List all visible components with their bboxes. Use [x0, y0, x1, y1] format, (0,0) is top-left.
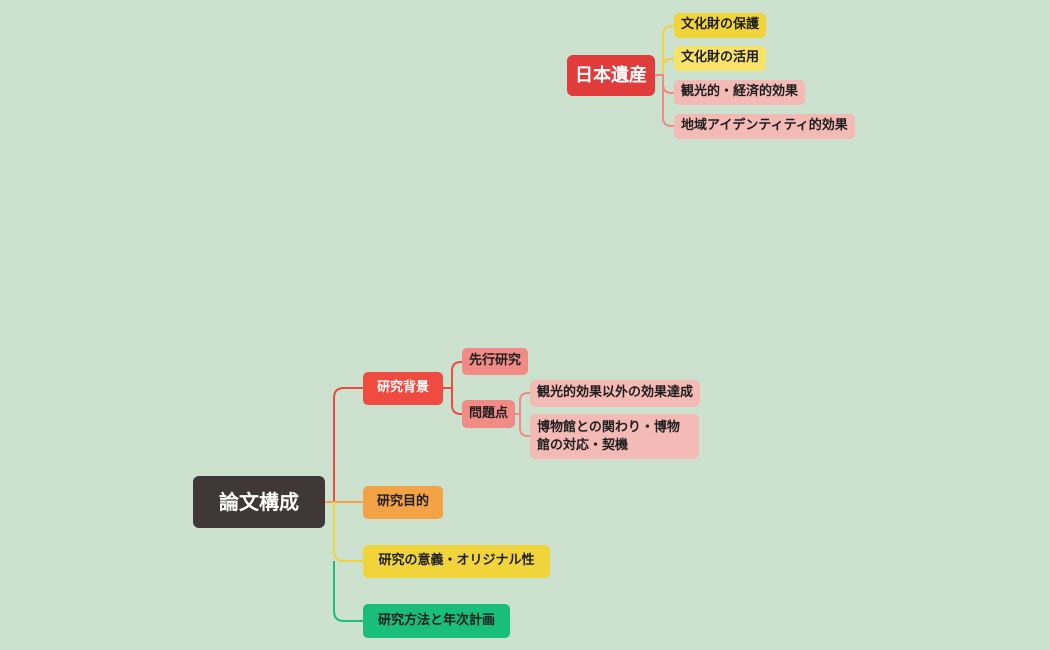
node-research-significance[interactable]: 研究の意義・オリジナル性	[363, 545, 550, 578]
node-cultural-property-use[interactable]: 文化財の活用	[674, 46, 767, 71]
node-research-method[interactable]: 研究方法と年次計画	[363, 604, 510, 638]
node-issues[interactable]: 問題点	[462, 400, 516, 428]
node-prior-research[interactable]: 先行研究	[462, 348, 529, 375]
link-issue-museum	[511, 413, 531, 437]
node-research-purpose[interactable]: 研究目的	[363, 486, 443, 519]
link-jp-tourism	[655, 74, 676, 94]
link-root-method	[333, 561, 363, 622]
link-bg-prior	[442, 361, 463, 389]
link-jp-identity	[655, 74, 676, 127]
node-cultural-property-protection[interactable]: 文化財の保護	[674, 13, 767, 38]
link-issue-effect	[511, 392, 531, 415]
link-jp-protect	[655, 25, 676, 76]
node-non-tourism-effects[interactable]: 観光的効果以外の効果達成	[530, 380, 701, 407]
node-museum-relation[interactable]: 博物館との関わり・博物館の対応・契機	[530, 414, 699, 459]
link-root-significance	[333, 502, 363, 562]
node-research-background[interactable]: 研究背景	[363, 372, 443, 405]
link-bg-issue	[442, 387, 463, 415]
root-node-thesis-structure[interactable]: 論文構成	[193, 476, 325, 528]
root-node-japan-heritage[interactable]: 日本遺産	[567, 55, 655, 96]
node-regional-identity-effect[interactable]: 地域アイデンティティ的効果	[674, 114, 855, 139]
link-root-background	[325, 387, 363, 503]
node-tourism-economic-effect[interactable]: 観光的・経済的効果	[674, 80, 806, 105]
link-jp-use	[655, 58, 676, 76]
